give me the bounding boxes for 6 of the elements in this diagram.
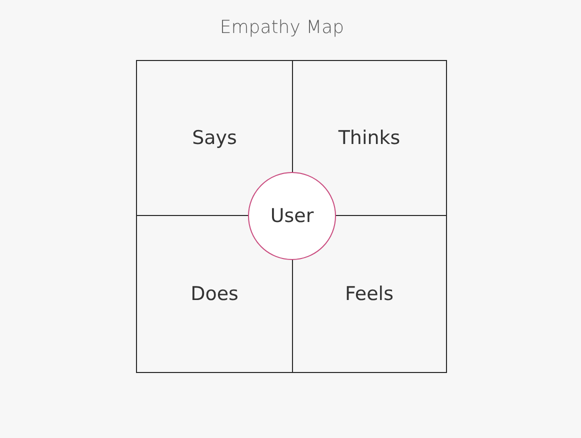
node-label: User xyxy=(270,205,314,227)
node-label: Says xyxy=(192,127,237,149)
node-label: Feels xyxy=(345,282,394,305)
diagram-title: Empathy Map xyxy=(218,17,346,38)
node-label: Thinks xyxy=(338,127,400,149)
node-label: Does xyxy=(190,282,238,305)
